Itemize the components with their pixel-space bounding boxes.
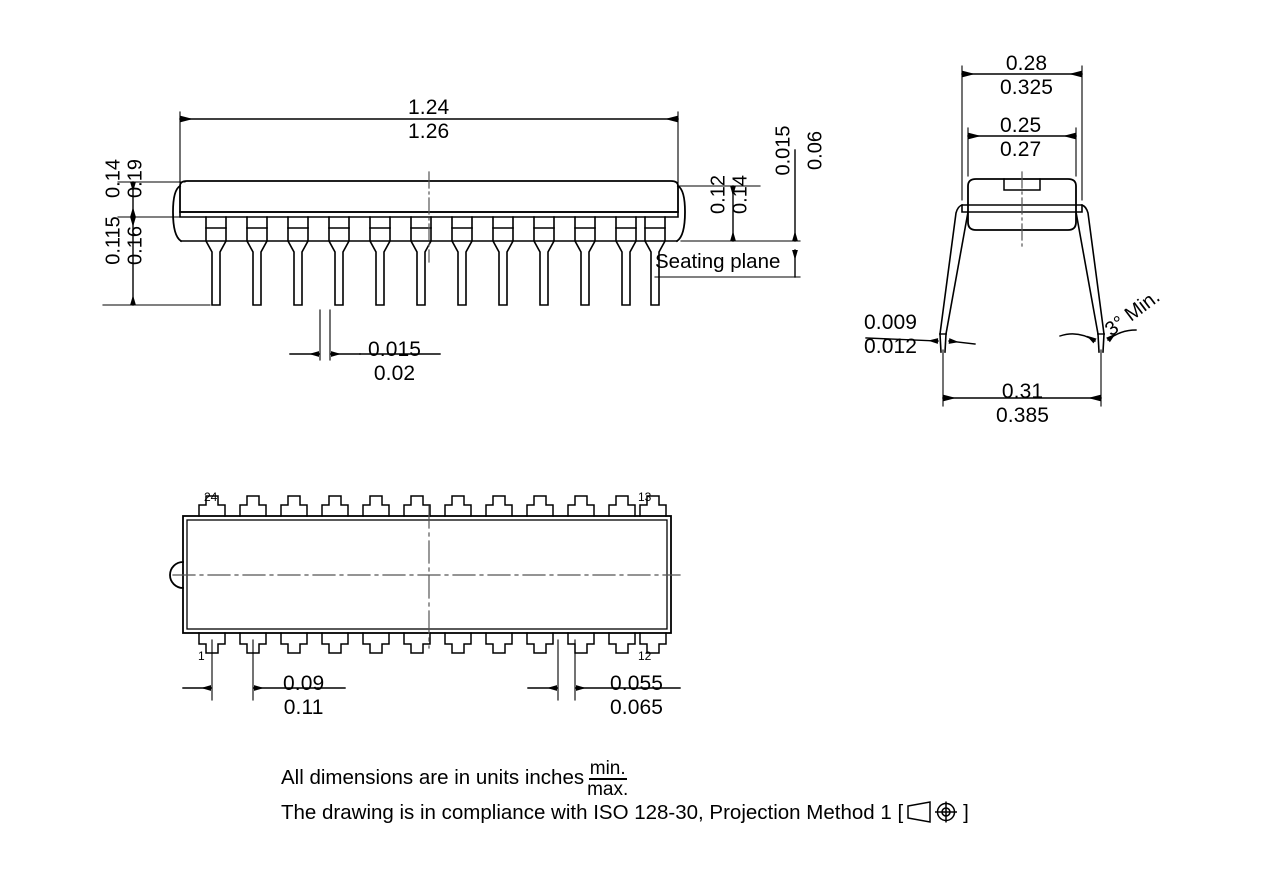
dim-lead-shoulder-min: 0.015 — [772, 125, 795, 176]
dim-standoff-height-min: 0.115 — [102, 216, 125, 265]
compliance-note: The drawing is in compliance with ISO 12… — [281, 799, 969, 827]
units-note: All dimensions are in units inches min. … — [281, 758, 629, 801]
dim-overall-width: 0.28 0.325 — [1000, 52, 1054, 99]
dim-lead-thickness: 0.009 0.012 — [864, 311, 918, 358]
pin-number-1: 1 — [198, 649, 205, 663]
dim-lead-width: 0.015 0.02 — [368, 338, 422, 385]
pin-number-13: 13 — [638, 490, 652, 504]
dim-standoff-height-max: 0.16 — [124, 226, 147, 265]
dim-pin-pitch: 0.09 0.11 — [283, 672, 325, 719]
dim-body-height-upper-min: 0.14 — [102, 159, 125, 198]
pin-number-12: 12 — [638, 649, 652, 663]
dim-overall-length: 1.24 1.26 — [408, 96, 450, 143]
pin-number-24: 24 — [204, 490, 218, 504]
dim-body-height-upper-max: 0.19 — [124, 159, 147, 198]
dim-lead-span: 0.31 0.385 — [996, 380, 1050, 427]
seating-plane-label: Seating plane — [655, 250, 781, 273]
dim-lead-shoulder-max: 0.06 — [804, 131, 827, 170]
min-max-fraction: min. max. — [587, 758, 629, 801]
first-angle-projection-symbol — [905, 801, 961, 829]
dim-body-width: 0.25 0.27 — [1000, 114, 1042, 161]
dim-body-thickness-max: 0.14 — [729, 175, 752, 214]
dim-body-thickness-min: 0.12 — [707, 175, 730, 214]
dim-pin-pad-width: 0.055 0.065 — [610, 672, 664, 719]
